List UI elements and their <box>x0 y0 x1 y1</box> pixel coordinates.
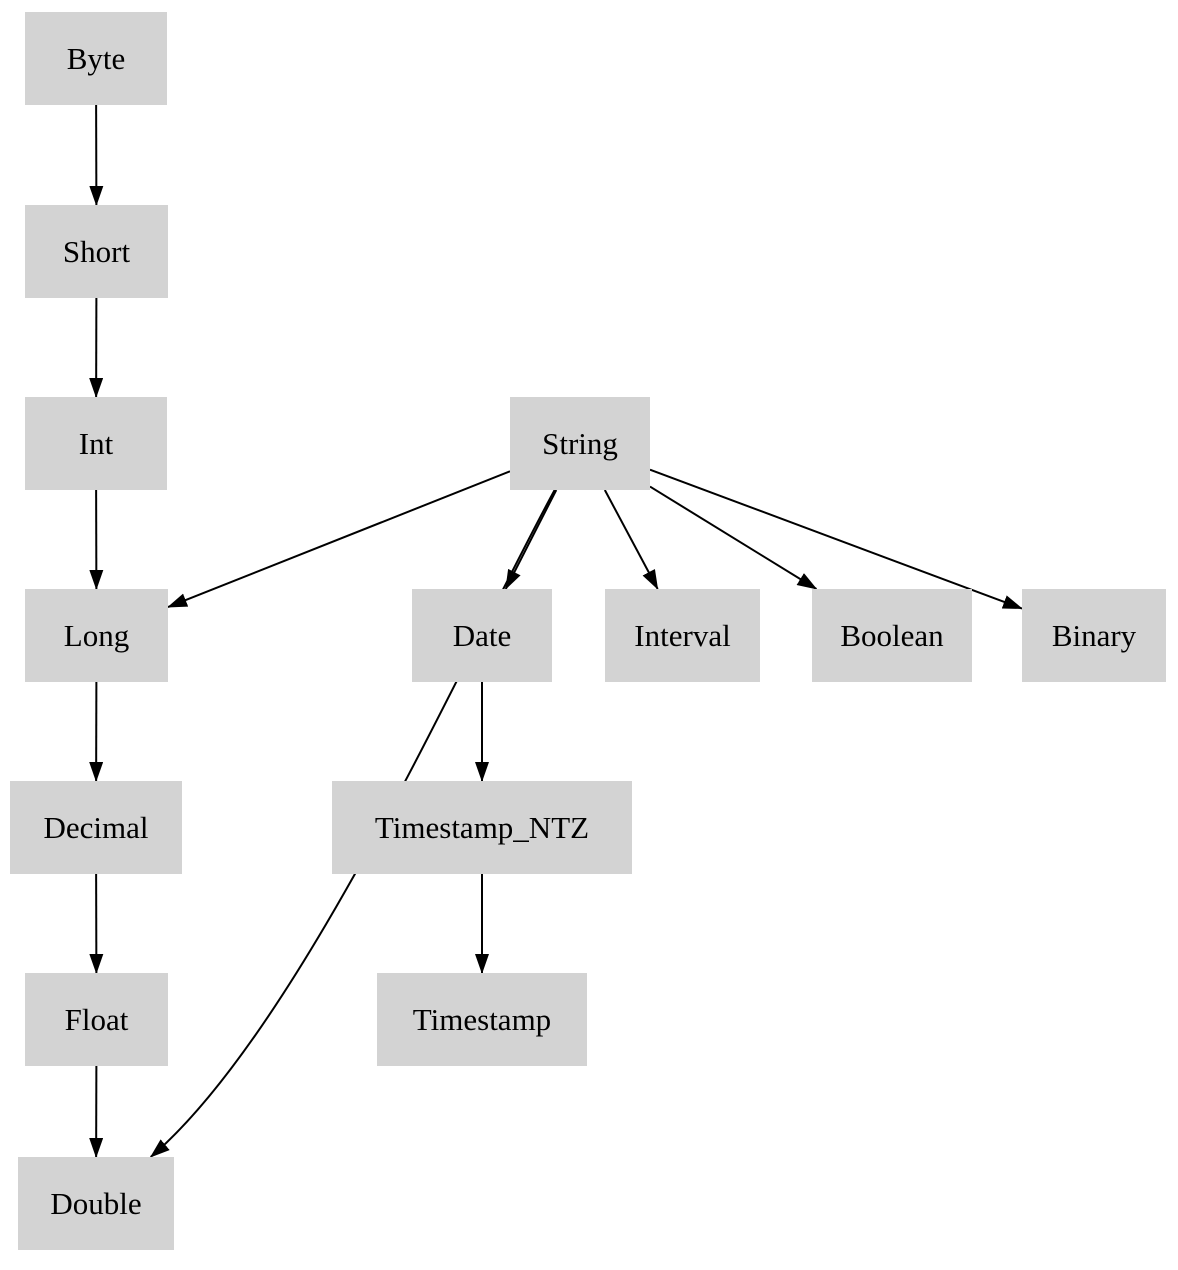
node-label: Short <box>62 233 131 269</box>
edge-string-date <box>504 489 558 590</box>
node-byte: Byte <box>25 12 167 105</box>
node-binary: Binary <box>1022 589 1166 682</box>
node-label: Double <box>50 1185 142 1221</box>
node-label: Binary <box>1051 617 1137 653</box>
node-int: Int <box>25 397 167 490</box>
node-string: String <box>510 397 650 490</box>
node-label: Int <box>78 425 114 461</box>
node-double: Double <box>18 1157 174 1250</box>
edge-string-binary <box>649 468 1023 610</box>
node-label: Timestamp <box>412 1001 552 1037</box>
node-long: Long <box>25 589 168 682</box>
node-label: Long <box>63 617 130 653</box>
node-label: Decimal <box>43 809 149 845</box>
node-interval: Interval <box>605 589 760 682</box>
node-float: Float <box>25 973 168 1066</box>
node-boolean: Boolean <box>812 589 972 682</box>
edge-string-interval <box>603 489 659 590</box>
node-decimal: Decimal <box>10 781 182 874</box>
node-label: Date <box>452 617 512 653</box>
node-date: Date <box>412 589 552 682</box>
node-label: Float <box>64 1001 129 1037</box>
edge-string-long <box>167 470 511 609</box>
node-label: Byte <box>66 40 126 76</box>
node-short: Short <box>25 205 168 298</box>
edge-string-boolean <box>649 485 818 590</box>
node-timestamp: Timestamp <box>377 973 587 1066</box>
node-label: Boolean <box>840 617 944 653</box>
node-timestamp_ntz: Timestamp_NTZ <box>332 781 632 874</box>
node-label: String <box>542 425 618 461</box>
node-label: Timestamp_NTZ <box>374 809 590 845</box>
node-label: Interval <box>634 617 731 653</box>
